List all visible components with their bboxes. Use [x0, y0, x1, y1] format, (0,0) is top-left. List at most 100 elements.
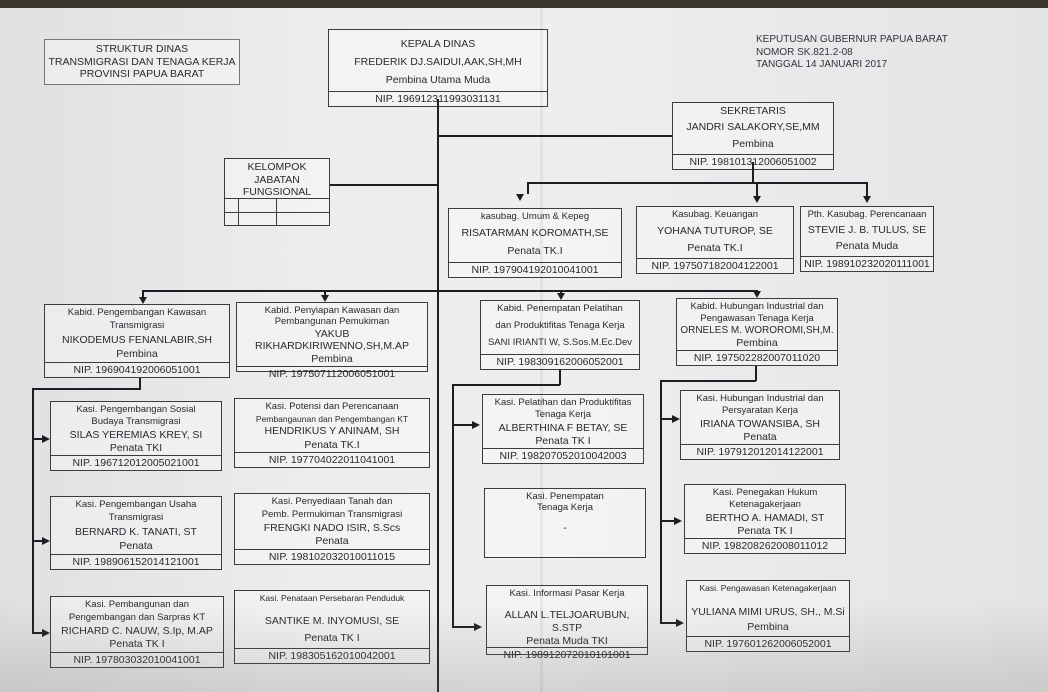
kasi-rank: Penata TKI [109, 441, 163, 454]
kabid-rank: Pembina [116, 347, 158, 360]
kabid-box: Kabid. Penempatan Pelatihan dan Produkti… [480, 300, 640, 370]
kabid-name: NIKODEMUS FENANLABIR,SH [62, 333, 212, 346]
document-page: STRUKTUR DINAS TRANSMIGRASI DAN TENAGA K… [0, 8, 1048, 692]
kabid-box: Kabid. Hubungan Industrial dan Pengawasa… [676, 298, 838, 366]
kabid-nip: NIP. 198309162006052001 [481, 354, 639, 369]
title-box: STRUKTUR DINAS TRANSMIGRASI DAN TENAGA K… [44, 39, 240, 85]
kasubag-drop-connector [527, 182, 529, 194]
kasubag-title: kasubag. Umum & Kepeg [480, 211, 590, 222]
arrow-right-icon [472, 421, 480, 429]
kasubag-drop-connector [866, 182, 868, 196]
kasi-title-2: Pengembangan dan Sarpras KT [68, 611, 206, 623]
sekretaris-rank: Pembina [732, 137, 774, 150]
kasi-title-2: Pemb. Permukiman Transmigrasi [261, 508, 403, 520]
kasi-col4-top-connector [660, 380, 756, 382]
fungsional-grid-line [276, 198, 277, 226]
kasi-rank: Penata TK I [535, 434, 591, 447]
kabid-name: SANI IRIANTI W, S.Sos.M.Ec.Dev [487, 337, 633, 349]
kasi-name: FRENGKI NADO ISIR, S.Scs [263, 521, 401, 534]
kasi-rank: Penata [315, 535, 349, 548]
kasi-box: Kasi. Pelatihan dan Produktifitas Tenaga… [482, 394, 644, 464]
kasi-title-2: Persyaratan Kerja [721, 405, 799, 417]
kasi-name: RICHARD C. NAUW, S.Ip, M.AP [61, 624, 213, 637]
kasi-rank: Penata TK I [109, 638, 165, 651]
kasi-title: Kasi. Pengawasan Ketenagakerjaan [699, 583, 837, 593]
kasi-branch [452, 424, 472, 426]
arrow-down-icon [753, 291, 761, 298]
kasi-rank: Penata TK.I [304, 438, 360, 451]
kasi-title: Kasi. Penegakan Hukum [712, 487, 818, 498]
kasi-title: Kasi. Penyediaan Tanah dan [271, 496, 393, 507]
kasi-col3-stub [559, 370, 561, 385]
kasubag-name: STEVIE J. B. TULUS, SE [807, 224, 927, 236]
kasi-rank: Penata TK I [737, 524, 793, 537]
kasi-title: Kasi. Hubungan Industrial dan [696, 393, 824, 404]
kasi-title-2: Tenaga Kerja [537, 502, 593, 514]
kasi-title: Kasi. Pengembangan Usaha [75, 499, 197, 510]
title-line-2: TRANSMIGRASI DAN TENAGA KERJA [48, 55, 236, 68]
kasubag-title: Kasubag. Keuangan [671, 209, 759, 220]
decree-reference: KEPUTUSAN GUBERNUR PAPUA BARAT NOMOR SK.… [756, 34, 948, 72]
kasi-col1-stub [139, 378, 141, 390]
kabid-rank: Pembina [311, 352, 353, 365]
kasi-box: Kasi. Pembangunan dan Pengembangan dan S… [50, 596, 224, 668]
kasi-box: Kasi. Penegakan Hukum Ketenagakerjaan BE… [684, 484, 846, 554]
kasi-nip: NIP. 198906152014121001 [51, 554, 221, 569]
sekretaris-title: SEKRETARIS [720, 105, 786, 117]
arrow-down-icon [863, 196, 871, 203]
arrow-right-icon [672, 415, 680, 423]
kabid-drop-connector [142, 290, 144, 298]
kasi-branch [32, 632, 44, 634]
kasi-vacant-mark: - [563, 521, 567, 534]
kasubag-perencanaan-box: Pth. Kasubag. Perencanaan STEVIE J. B. T… [800, 206, 934, 272]
kasi-branch [660, 622, 676, 624]
kasi-branch [660, 520, 674, 522]
arrow-down-icon [557, 293, 565, 300]
kabid-title: Kabid. Penyiapan Kawasan dan [264, 305, 400, 316]
kasi-rank: Penata Muda TKI [526, 634, 608, 647]
kabid-horizontal-connector [142, 290, 756, 292]
kepala-title: KEPALA DINAS [400, 38, 476, 50]
kasi-box: Kasi. Informasi Pasar Kerja ALLAN L.TELJ… [486, 585, 648, 661]
kasi-nip: NIP. 198208262008011012 [685, 538, 845, 553]
kabid-title-2: Pembangunan Pemukiman [274, 316, 390, 328]
arrow-right-icon [676, 619, 684, 627]
decree-line-2: NOMOR SK.821.2-08 [756, 46, 853, 58]
kasi-name: SILAS YEREMIAS KREY, SI [69, 428, 203, 441]
kasi-nip: NIP. 198102032010011015 [235, 549, 429, 564]
fungsional-grid-line [224, 198, 330, 199]
kasi-col4-stub [755, 366, 757, 381]
kasi-branch [660, 418, 672, 420]
kabid-box: Kabid. Pengembangan Kawasan Transmigrasi… [44, 304, 230, 378]
kasi-name: HENDRIKUS Y ANINAM, SH [264, 424, 400, 437]
arrow-right-icon [474, 623, 482, 631]
kasi-name: ALBERTHINA F BETAY, SE [498, 421, 628, 434]
kabid-box: Kabid. Penyiapan Kawasan dan Pembangunan… [236, 302, 428, 380]
kasi-col4-vertical-connector [660, 380, 662, 624]
fungsional-box: KELOMPOK JABATAN FUNGSIONAL [224, 158, 330, 226]
kasi-rank: Penata [743, 430, 777, 443]
kasi-col3-top-connector [452, 384, 560, 386]
sekretaris-connector [437, 135, 672, 137]
kasubag-nip: NIP. 197904192010041001 [449, 262, 621, 277]
kasubag-rank: Penata Muda [835, 240, 899, 253]
kasi-title-2: Ketenagakerjaan [729, 499, 801, 511]
kasi-box: Kasi. Penyediaan Tanah dan Pemb. Permuki… [234, 493, 430, 565]
kasi-title: Kasi. Potensi dan Perencanaan [265, 401, 399, 412]
kasubag-rank: Penata TK.I [687, 241, 743, 254]
kasubag-name: RISATARMAN KOROMATH,SE [461, 227, 609, 240]
kasi-nip: NIP. 197601262006052001 [687, 636, 849, 651]
title-line-1: STRUKTUR DINAS [95, 43, 189, 56]
kabid-nip: NIP. 197507112006051001 [237, 365, 427, 381]
kasubag-drop-connector [756, 182, 758, 196]
kasubag-umum-box: kasubag. Umum & Kepeg RISATARMAN KOROMAT… [448, 208, 622, 278]
kabid-nip: NIP. 197502282007011020 [677, 350, 837, 365]
kasi-nip: NIP. 197704022011041001 [235, 452, 429, 467]
kabid-name: ORNELES M. WOROROMI,SH,M. [680, 324, 834, 336]
kasi-rank: Pembina [747, 621, 789, 634]
kasi-box: Kasi. Pengembangan Usaha Transmigrasi BE… [50, 496, 222, 570]
kasi-name: ALLAN L.TELJOARUBUN, S.STP [504, 609, 630, 634]
kabid-title-2: Transmigrasi [109, 320, 165, 332]
fungsional-line-2: FUNGSIONAL [242, 186, 312, 199]
fungsional-line-1: KELOMPOK JABATAN [247, 161, 307, 186]
